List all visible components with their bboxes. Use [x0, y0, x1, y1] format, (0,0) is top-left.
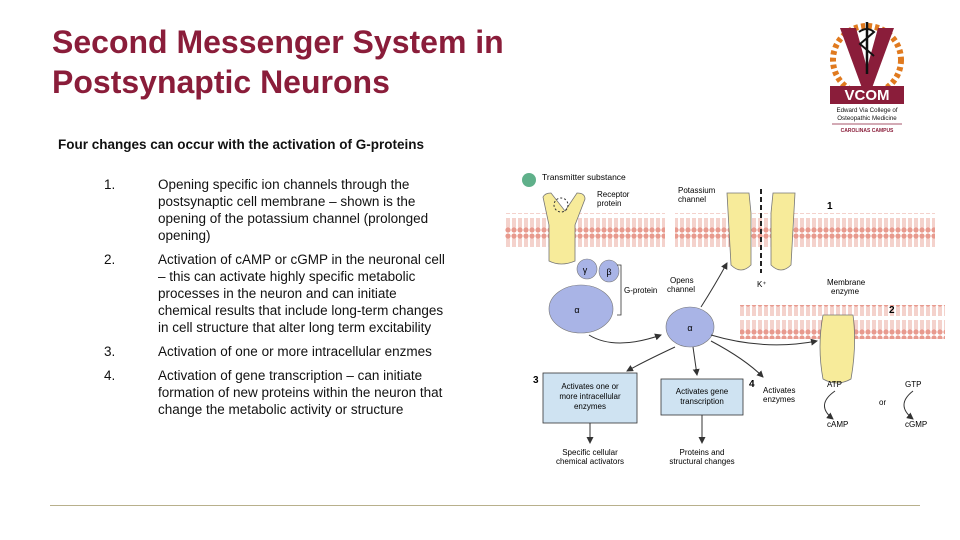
list-item-text: Opening specific ion channels through th… — [158, 177, 429, 243]
label-kplus: K⁺ — [757, 280, 767, 289]
label-gamma: γ — [583, 265, 588, 275]
label-alpha-2: α — [687, 323, 692, 333]
list-item-text: Activation of one or more intracellular … — [158, 344, 432, 359]
list-item-number: 2. — [104, 252, 116, 267]
label-activates-2: enzymes — [763, 395, 795, 404]
label-atp: ATP — [827, 380, 842, 389]
label-beta: β — [606, 267, 611, 277]
second-messenger-diagram: Transmitter substance Receptor protein γ… — [505, 172, 945, 466]
list-item: 2. Activation of cAMP or cGMP in the neu… — [104, 251, 449, 336]
box1-line-3: enzymes — [574, 402, 606, 411]
label-camp: cAMP — [827, 420, 848, 429]
gamma-subunit — [576, 258, 598, 280]
label-proteins-1: Proteins and — [680, 448, 725, 457]
label-gtp: GTP — [905, 380, 921, 389]
potassium-channel-right — [770, 192, 796, 271]
box2-line-1: Activates gene — [676, 387, 729, 396]
vcom-logo: VCOM Edward Via College of Osteopathic M… — [830, 22, 904, 134]
membrane-right — [675, 213, 935, 247]
transmitter-molecule — [522, 173, 536, 187]
label-alpha-1: α — [574, 305, 579, 315]
label-transmitter: Transmitter substance — [542, 172, 626, 182]
list-item-number: 3. — [104, 344, 116, 359]
footer-divider — [50, 505, 920, 506]
label-specific-2: chemical activators — [556, 457, 624, 466]
membrane-left — [505, 213, 665, 247]
list-item-number: 1. — [104, 177, 116, 192]
beta-subunit — [598, 259, 620, 283]
logo-campus: CAROLINAS CAMPUS — [841, 128, 894, 134]
box1-line-1: Activates one or — [561, 382, 619, 391]
label-receptor-1: Receptor — [597, 190, 630, 199]
label-number-1: 1 — [827, 201, 833, 212]
membrane-enzyme — [819, 314, 855, 384]
list-item: 4. Activation of gene transcription – ca… — [104, 367, 449, 418]
label-membrane-2: enzyme — [831, 287, 860, 296]
box1-line-2: more intracellular — [559, 392, 621, 401]
label-gprotein: G-protein — [624, 286, 657, 295]
list-item-text: Activation of cAMP or cGMP in the neuron… — [158, 252, 445, 335]
box2-line-2: transcription — [680, 397, 724, 406]
label-membrane-1: Membrane — [827, 278, 866, 287]
label-number-3: 3 — [533, 375, 539, 386]
label-or: or — [879, 398, 886, 407]
list-item-text: Activation of gene transcription – can i… — [158, 368, 443, 417]
title-line-2: Postsynaptic Neurons — [52, 64, 390, 100]
free-alpha-subunit — [665, 306, 715, 348]
receptor-protein — [542, 192, 586, 265]
potassium-channel-left — [726, 192, 752, 271]
change-list: 1. Opening specific ion channels through… — [104, 176, 449, 425]
label-specific-1: Specific cellular — [562, 448, 618, 457]
list-item: 1. Opening specific ion channels through… — [104, 176, 449, 244]
alpha-subunit — [548, 284, 614, 334]
label-receptor-2: protein — [597, 199, 621, 208]
intro-text: Four changes can occur with the activati… — [58, 137, 425, 152]
list-item-number: 4. — [104, 368, 116, 383]
logo-name: VCOM — [845, 87, 890, 104]
title-line-1: Second Messenger System in — [52, 24, 504, 60]
label-activates-1: Activates — [763, 386, 795, 395]
label-cgmp: cGMP — [905, 420, 927, 429]
logo-line-2: Osteopathic Medicine — [837, 115, 897, 122]
label-opens-2: channel — [667, 285, 695, 294]
slide-title: Second Messenger System in Postsynaptic … — [52, 22, 772, 102]
label-number-4: 4 — [749, 379, 755, 390]
label-number-2: 2 — [889, 305, 895, 316]
label-proteins-2: structural changes — [669, 457, 734, 466]
label-potassium-1: Potassium — [678, 186, 716, 195]
label-potassium-2: channel — [678, 195, 706, 204]
label-opens-1: Opens — [670, 276, 694, 285]
list-item: 3. Activation of one or more intracellul… — [104, 343, 449, 360]
logo-line-1: Edward Via College of — [836, 107, 897, 114]
